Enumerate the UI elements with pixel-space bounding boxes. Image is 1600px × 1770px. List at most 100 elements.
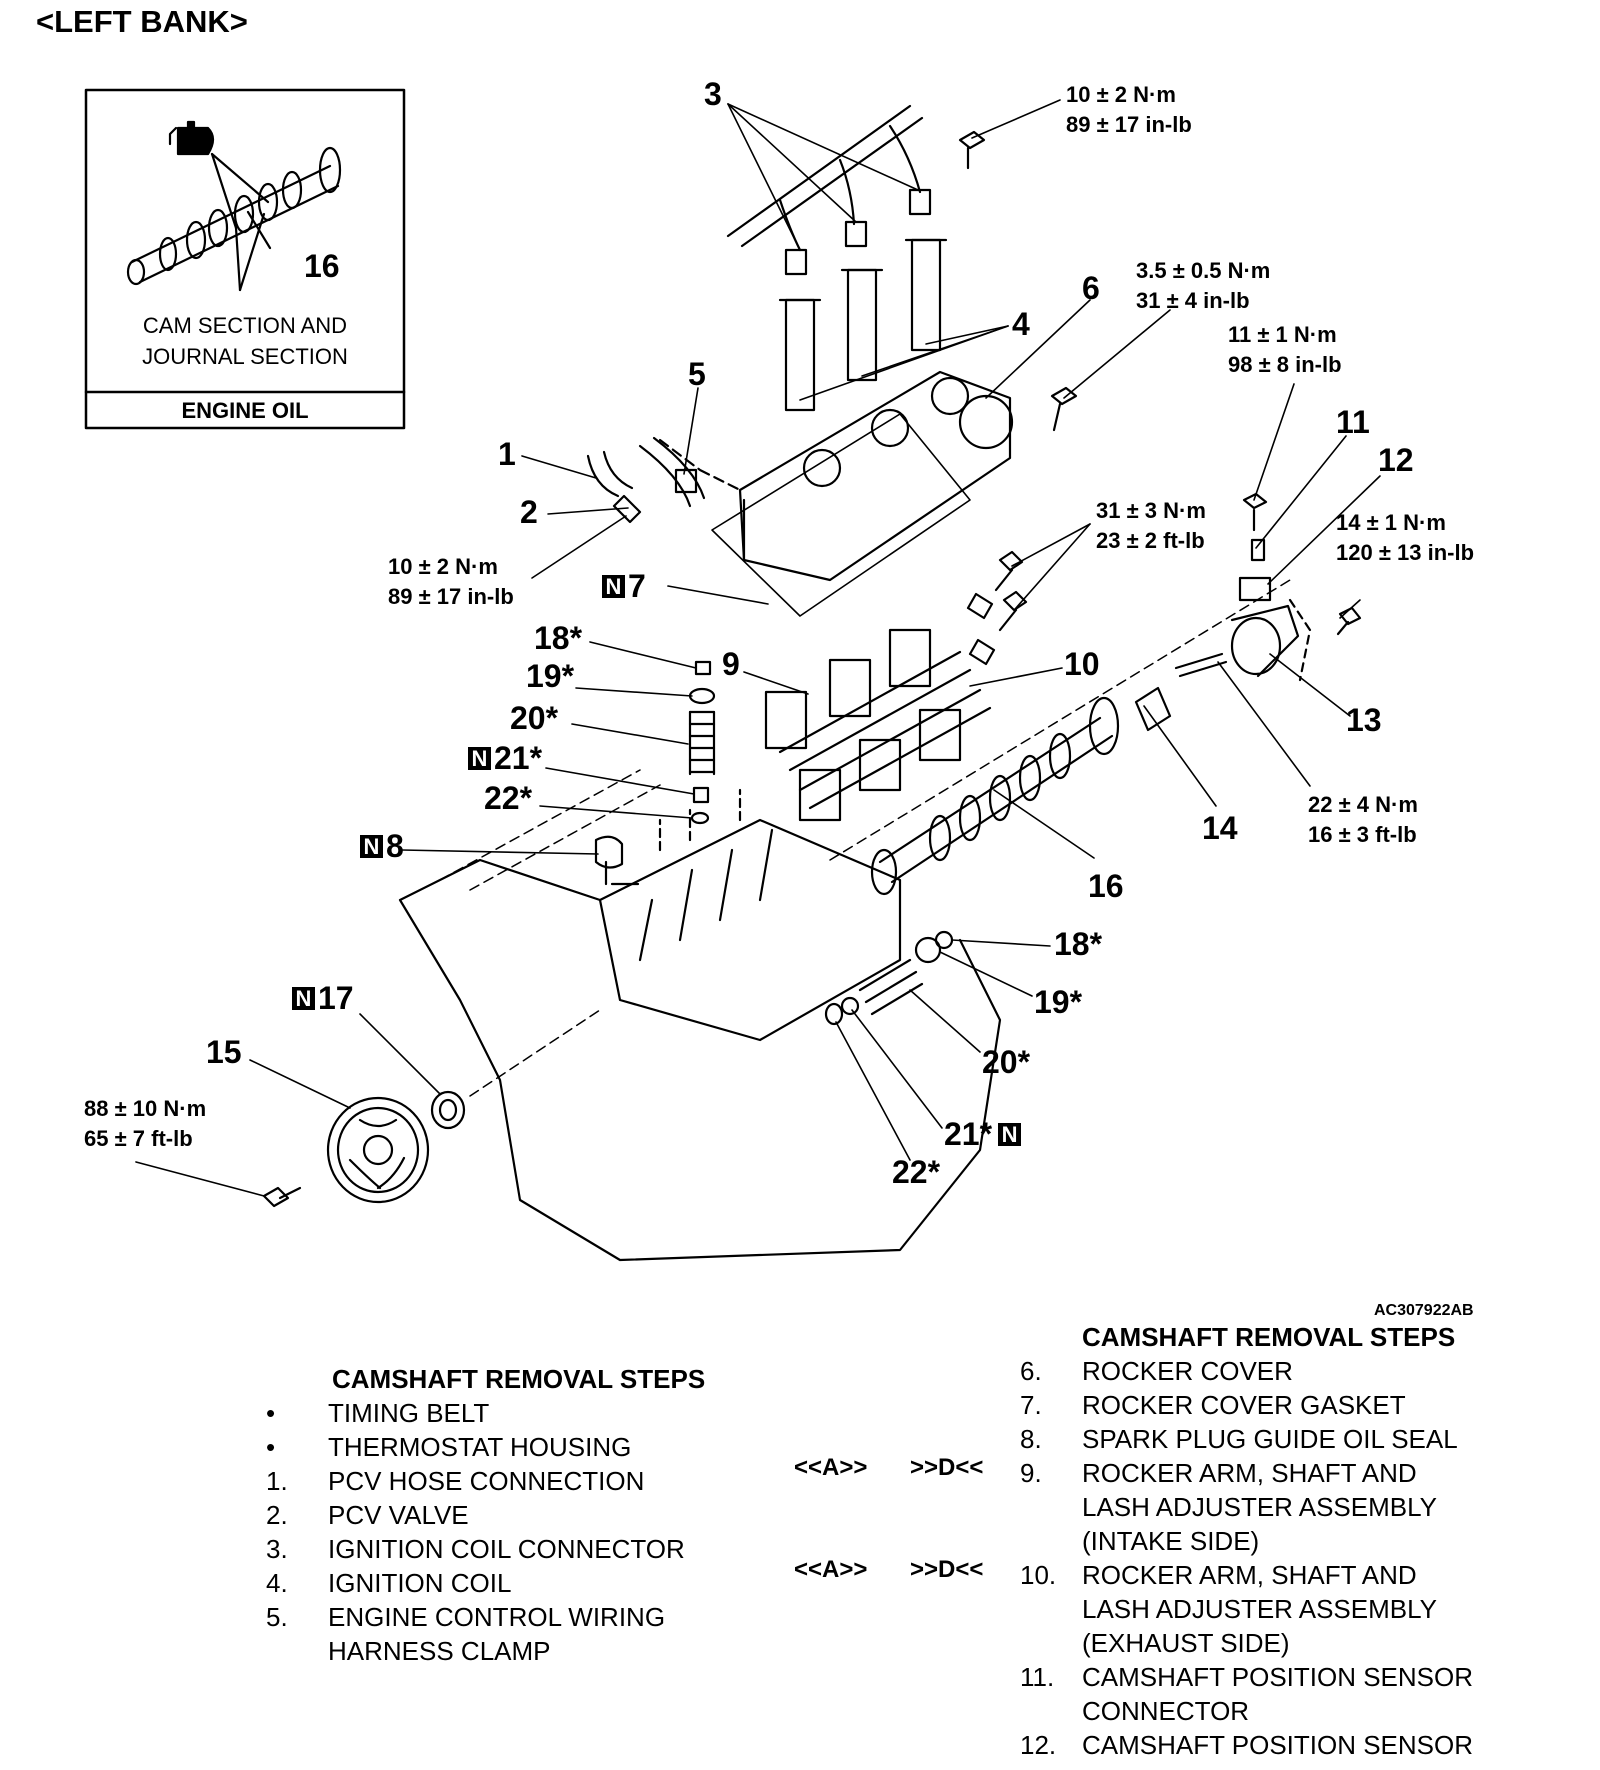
left-list-header: CAMSHAFT REMOVAL STEPS (332, 1364, 706, 1394)
list-item-text: ROCKER COVER (1082, 1356, 1293, 1386)
list-item: 6. ROCKER COVER (1020, 1354, 1473, 1388)
list-item: 12.CAMSHAFT POSITION SENSOR (1020, 1728, 1473, 1762)
torque-spec-line: 11 ± 1 N·m (1228, 322, 1337, 347)
camshaft-sprocket-drawing (326, 1009, 601, 1204)
list-item-text: (INTAKE SIDE) (1082, 1526, 1260, 1556)
callout-17-number: 17 (318, 980, 354, 1016)
callout-2: 2 (520, 494, 538, 530)
oil-can-icon (168, 120, 215, 156)
torque-spec-line: 10 ± 2 N·m (1066, 82, 1176, 107)
rocker-cover-drawing (658, 370, 1014, 617)
torque-spec-line: 22 ± 4 N·m (1308, 792, 1418, 817)
callout-7-number: 7 (628, 568, 646, 604)
inset-callout-16: 16 (304, 248, 340, 284)
torque-spec-line: 10 ± 2 N·m (388, 554, 498, 579)
torque-spec-line: 98 ± 8 in-lb (1228, 352, 1342, 377)
callout-21-lower: 21*N (944, 1116, 1024, 1153)
list-item: 7. ROCKER COVER GASKET (1020, 1388, 1473, 1422)
list-item-cont: LASH ADJUSTER ASSEMBLY (1020, 1592, 1473, 1626)
rocker-arm-assembly-drawing (764, 592, 996, 822)
callout-22-lower: 22* (892, 1154, 941, 1190)
list-item-text: ROCKER COVER GASKET (1082, 1390, 1406, 1420)
bullet-icon: • (266, 1432, 276, 1462)
torque-spec-thrust-bolt: 22 ± 4 N·m 16 ± 3 ft-lb (1308, 790, 1418, 850)
new-part-mark: N (468, 747, 491, 770)
list-item: 1. PCV HOSE CONNECTION (266, 1464, 685, 1498)
torque-spec-coil-bolt: 10 ± 2 N·m 89 ± 17 in-lb (1066, 80, 1192, 140)
list-item: 4.IGNITION COIL (266, 1566, 685, 1600)
valve-parts-upper-drawing (688, 660, 716, 825)
list-item-pre: • THERMOSTAT HOUSING (266, 1430, 685, 1464)
list-item-text: ROCKER ARM, SHAFT AND (1082, 1560, 1417, 1590)
valve-parts-lower-drawing (824, 930, 954, 1026)
torque-spec-line: 16 ± 3 ft-lb (1308, 822, 1417, 847)
list-item: 11.CAMSHAFT POSITION SENSOR (1020, 1660, 1473, 1694)
list-item-text: PCV VALVE (328, 1500, 469, 1530)
list-item: 2. PCV VALVE (266, 1498, 685, 1532)
torque-spec-cover-bolt: 3.5 ± 0.5 N·m 31 ± 4 in-lb (1136, 256, 1270, 316)
callout-8-number: 8 (386, 828, 404, 864)
list-item-num: 5. (266, 1602, 288, 1632)
torque-spec-sprocket-bolt: 88 ± 10 N·m 65 ± 7 ft-lb (84, 1094, 206, 1154)
callout-16: 16 (1088, 868, 1124, 904)
list-item-text: CAMSHAFT POSITION SENSOR (1082, 1662, 1474, 1692)
left-list: • TIMING BELT • THERMOSTAT HOUSING 1. PCV H… (266, 1396, 685, 1668)
list-item-num: 7. (1020, 1390, 1042, 1420)
new-part-mark: N (360, 835, 383, 858)
list-item-cont: HARNESS CLAMP (266, 1634, 685, 1668)
list-item: 8.SPARK PLUG GUIDE OIL SEAL (1020, 1422, 1473, 1456)
torque-spec-line: 65 ± 7 ft-lb (84, 1126, 193, 1151)
callout-18-upper: 18* (534, 620, 583, 656)
torque-spec-sensor-bolt: 11 ± 1 N·m 98 ± 8 in-lb (1228, 320, 1342, 380)
list-item-num: 8. (1020, 1424, 1042, 1454)
callout-20-upper: 20* (510, 700, 559, 736)
list-item-text: HARNESS CLAMP (328, 1636, 551, 1666)
cylinder-head-drawing (398, 769, 1002, 1262)
list-item: 3.IGNITION COIL CONNECTOR (266, 1532, 685, 1566)
list-item-text: ROCKER ARM, SHAFT AND (1082, 1458, 1417, 1488)
callout-21-lower-number: 21* (944, 1116, 993, 1152)
callout-19-upper: 19* (526, 658, 575, 694)
list-item-text: THERMOSTAT HOUSING (328, 1432, 632, 1462)
torque-spec-line: 120 ± 13 in-lb (1336, 540, 1475, 565)
list-item-text: TIMING BELT (328, 1398, 490, 1428)
new-part-mark: N (292, 987, 315, 1010)
list-item-num: 1. (266, 1466, 288, 1496)
cam-sensor-housing-drawing (1230, 538, 1312, 682)
callout-11: 11 (1336, 404, 1370, 440)
callout-12: 12 (1378, 442, 1414, 478)
ignition-coil-harness-drawing (726, 104, 948, 412)
bullet-icon: • (266, 1398, 276, 1428)
torque-spec-pcv-valve: 10 ± 2 N·m 89 ± 17 in-lb (388, 552, 514, 612)
list-item-text: (EXHAUST SIDE) (1082, 1628, 1290, 1658)
right-list: 6. ROCKER COVER 7. ROCKER COVER GASKET 8.S… (1020, 1354, 1473, 1762)
list-item-num: 10. (1020, 1560, 1057, 1590)
torque-spec-line: 88 ± 10 N·m (84, 1096, 207, 1121)
service-tag-d-step10: >>D<< (910, 1556, 984, 1583)
list-item-num: 2. (266, 1500, 288, 1530)
torque-spec-line: 3.5 ± 0.5 N·m (1136, 258, 1271, 283)
list-item: 10. ROCKER ARM, SHAFT AND (1020, 1558, 1473, 1592)
list-item-num: 6. (1020, 1356, 1042, 1386)
list-item: 5.ENGINE CONTROL WIRING (266, 1600, 685, 1634)
torque-spec-rocker-bolt: 31 ± 3 N·m 23 ± 2 ft-lb (1096, 496, 1206, 556)
list-item-text: IGNITION COIL (328, 1568, 512, 1598)
callout-20-lower: 20* (982, 1044, 1031, 1080)
leader-lines (135, 99, 1381, 1197)
callout-6: 6 (1082, 270, 1100, 306)
list-item-text: PCV HOSE CONNECTION (328, 1466, 645, 1496)
list-item-cont: LASH ADJUSTER ASSEMBLY (1020, 1490, 1473, 1524)
right-list-header: CAMSHAFT REMOVAL STEPS (1082, 1322, 1456, 1352)
callout-15: 15 (206, 1034, 242, 1070)
new-part-mark: N (602, 575, 625, 598)
inset-caption-line1: CAM SECTION AND (142, 313, 348, 338)
callout-21-upper-number: 21* (494, 740, 543, 776)
list-item-cont: CONNECTOR (1020, 1694, 1473, 1728)
torque-spec-line: 31 ± 3 N·m (1096, 498, 1206, 523)
torque-spec-line: 14 ± 1 N·m (1336, 510, 1446, 535)
list-item-num: 9. (1020, 1458, 1042, 1488)
callout-5: 5 (688, 356, 706, 392)
